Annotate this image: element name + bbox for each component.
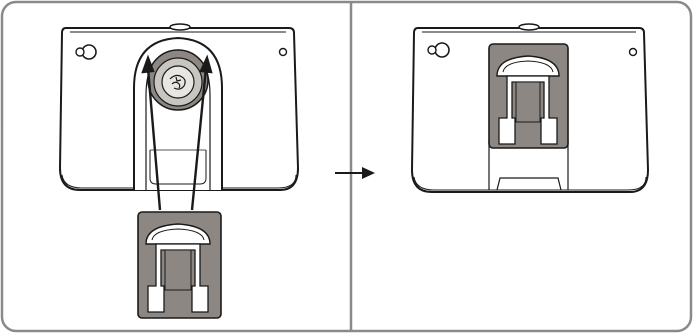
screw-hole-icon — [278, 47, 288, 57]
insert-arrows — [141, 54, 213, 211]
insert-arrow-left — [146, 67, 162, 211]
panel-before — [58, 23, 300, 319]
arrow-right-icon — [335, 167, 375, 179]
screw-hole-icon — [628, 47, 638, 57]
mount-channel-after — [488, 140, 569, 190]
arrow-head-right-icon — [199, 54, 213, 74]
panel-after — [410, 23, 650, 193]
adhesive-plate-attached — [488, 43, 569, 149]
arrow-head-left-icon — [141, 54, 155, 74]
device-top-button — [169, 23, 191, 31]
device-top-button-after — [518, 23, 540, 31]
mount-recess-floor — [149, 150, 207, 185]
device-lower-edge-after — [413, 176, 647, 191]
lens-ring-icon — [427, 45, 437, 55]
adhesive-plate — [137, 211, 222, 319]
logo-icon — [169, 74, 186, 90]
lens-ring-icon — [75, 47, 85, 57]
lens-icon — [434, 42, 450, 58]
mount-tab-after — [496, 177, 562, 191]
mount-socket-center — [161, 65, 195, 99]
insert-arrow-right — [190, 67, 208, 211]
